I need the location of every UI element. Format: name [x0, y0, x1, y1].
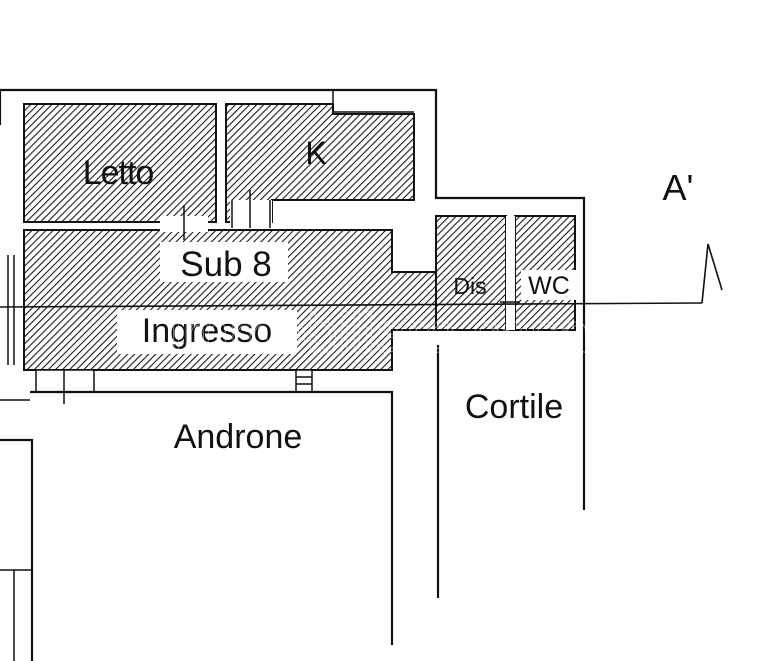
ingresso-step	[35, 369, 95, 393]
north-wall	[0, 88, 586, 340]
label-cortile: Cortile	[465, 388, 563, 426]
androne-wall	[30, 390, 394, 645]
label-wc-bg	[521, 270, 577, 300]
label-k: K	[305, 135, 326, 171]
room-labels: Letto K Sub 8 Ingresso Dis WC Androne Co…	[83, 135, 694, 456]
label-ingresso: Ingresso	[142, 312, 272, 350]
door-wc	[506, 216, 515, 330]
section-cut-line	[0, 302, 703, 308]
label-dis: Dis	[453, 273, 486, 299]
section-arrow	[701, 243, 723, 304]
label-sub: Sub 8	[180, 245, 271, 284]
label-sub-bg	[160, 242, 288, 282]
west-building-wall	[0, 438, 34, 661]
door-openings	[160, 190, 520, 330]
outer-walls	[0, 88, 586, 401]
label-letto: Letto	[83, 154, 154, 192]
section-line	[0, 243, 723, 308]
label-section-marker: A'	[663, 167, 694, 208]
door-k	[230, 200, 272, 226]
label-wc: WC	[528, 272, 570, 300]
room-letto	[23, 103, 217, 223]
label-ingresso-bg	[117, 310, 297, 354]
watermark-text: immobiliare.casa	[170, 301, 591, 364]
lower-walls	[0, 255, 586, 661]
stair-steps	[295, 369, 313, 393]
label-androne: Androne	[174, 418, 303, 456]
